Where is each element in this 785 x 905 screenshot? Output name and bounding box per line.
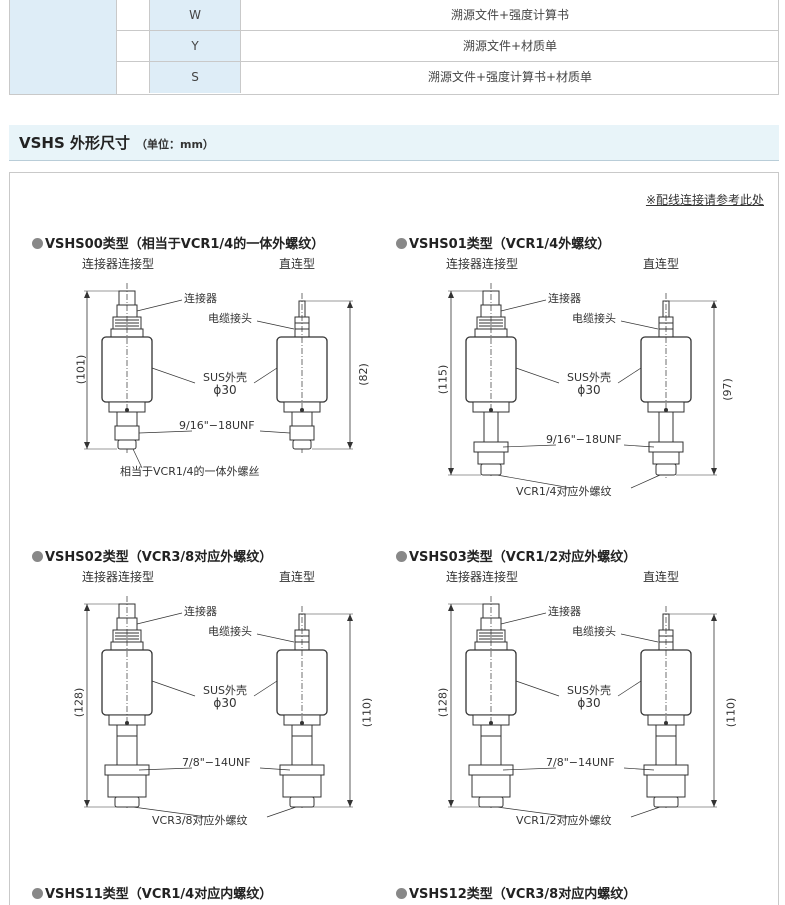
label-connector-type: 连接器连接型 [82,570,155,584]
callout-sus-shell: SUS外壳 [566,684,612,697]
callout-fitting-type: VCR3/8对应外螺纹 [152,814,248,827]
dimension-overall-connector: (115) [436,364,450,395]
dimension-overall-direct: (110) [360,697,374,728]
drawing-title: VSHS02类型（VCR3/8对应外螺纹） [32,546,272,565]
callout-cable-joint: 电缆接头 [208,312,252,325]
label-direct-type: 直连型 [643,257,680,271]
dimension-overall-connector: (128) [72,687,86,718]
section-header: VSHS 外形尺寸 （单位：mm） [9,125,779,161]
label-connector-type: 连接器连接型 [446,570,519,584]
section-title: VSHS 外形尺寸 [19,134,130,152]
dimension-panel: ※配线连接请参考此处 VSHS00类型（相当于VCR1/4的一体外螺纹） 连接器… [9,172,779,905]
callout-cable-joint: 电缆接头 [572,312,616,325]
drawing-block-vshs02: VSHS02类型（VCR3/8对应外螺纹） 连接器连接型 直连型 连接器 电缆接… [32,546,392,846]
drawing-block-vshs00: VSHS00类型（相当于VCR1/4的一体外螺纹） 连接器连接型 直连型 连接器… [32,233,392,533]
dimension-overall-connector: (101) [74,354,88,385]
option-code: W [150,0,241,30]
drawing-title-vshs12: VSHS12类型（VCR3/8对应内螺纹） [396,883,636,902]
bullet-icon [32,551,43,562]
label-direct-type: 直连型 [279,257,316,271]
bullet-icon [32,888,43,899]
table-merged-cell [10,0,117,94]
label-connector-type: 连接器连接型 [446,257,519,271]
table-row: Y 溯源文件+材质单 [117,31,779,62]
callout-connector: 连接器 [548,292,581,305]
sensor-outline-drawing [84,283,353,469]
option-code: Y [150,31,241,61]
traceability-table: W 溯源文件+强度计算书 Y 溯源文件+材质单 S 溯源文件+强度计算书+材质单 [9,0,779,95]
drawing-title: VSHS03类型（VCR1/2对应外螺纹） [396,546,636,565]
option-desc: 溯源文件+强度计算书+材质单 [427,70,593,84]
callout-thread-spec: 9/16"−18UNF [546,433,622,446]
dimension-overall-direct: (110) [724,697,738,728]
callout-cable-joint: 电缆接头 [208,625,252,638]
sensor-outline-drawing [448,283,717,489]
callout-diameter: ϕ30 [577,696,601,710]
callout-thread-spec: 7/8"−14UNF [182,756,251,769]
callout-sus-shell: SUS外壳 [202,371,248,384]
drawing-title: VSHS01类型（VCR1/4外螺纹） [396,233,610,252]
table-row: W 溯源文件+强度计算书 [117,0,779,31]
label-direct-type: 直连型 [643,570,680,584]
section-unit: （单位：mm） [136,138,214,151]
option-desc: 溯源文件+材质单 [462,39,558,53]
sensor-outline-drawing [84,596,353,818]
callout-cable-joint: 电缆接头 [572,625,616,638]
callout-thread-spec: 7/8"−14UNF [546,756,615,769]
callout-sus-shell: SUS外壳 [566,371,612,384]
table-row: S 溯源文件+强度计算书+材质单 [117,62,779,93]
dimension-overall-connector: (128) [436,687,450,718]
callout-sus-shell: SUS外壳 [202,684,248,697]
label-connector-type: 连接器连接型 [82,257,155,271]
drawing-title-vshs11: VSHS11类型（VCR1/4对应内螺纹） [32,883,272,902]
wiring-reference-link[interactable]: ※配线连接请参考此处 [645,193,764,207]
option-code: S [150,62,241,93]
callout-connector: 连接器 [184,292,217,305]
callout-fitting-type: VCR1/4对应外螺纹 [516,485,612,498]
callout-diameter: ϕ30 [213,383,237,397]
drawing-block-vshs01: VSHS01类型（VCR1/4外螺纹） 连接器连接型 直连型 连接器 电缆接头 … [396,233,756,533]
callout-diameter: ϕ30 [213,696,237,710]
bullet-icon [396,238,407,249]
drawing-title: VSHS00类型（相当于VCR1/4的一体外螺纹） [32,233,324,252]
option-desc: 溯源文件+强度计算书 [450,8,570,22]
callout-connector: 连接器 [548,605,581,618]
drawing-block-vshs03: VSHS03类型（VCR1/2对应外螺纹） 连接器连接型 直连型 连接器 电缆接… [396,546,756,846]
callout-connector: 连接器 [184,605,217,618]
dimension-overall-direct: (97) [720,378,734,401]
callout-diameter: ϕ30 [577,383,601,397]
callout-fitting-type: 相当于VCR1/4的一体外螺丝 [120,465,260,478]
bullet-icon [32,238,43,249]
sensor-outline-drawing [448,596,717,818]
label-direct-type: 直连型 [279,570,316,584]
bullet-icon [396,551,407,562]
dimension-overall-direct: (82) [356,363,370,386]
bullet-icon [396,888,407,899]
callout-fitting-type: VCR1/2对应外螺纹 [516,814,612,827]
callout-thread-spec: 9/16"−18UNF [179,419,255,432]
